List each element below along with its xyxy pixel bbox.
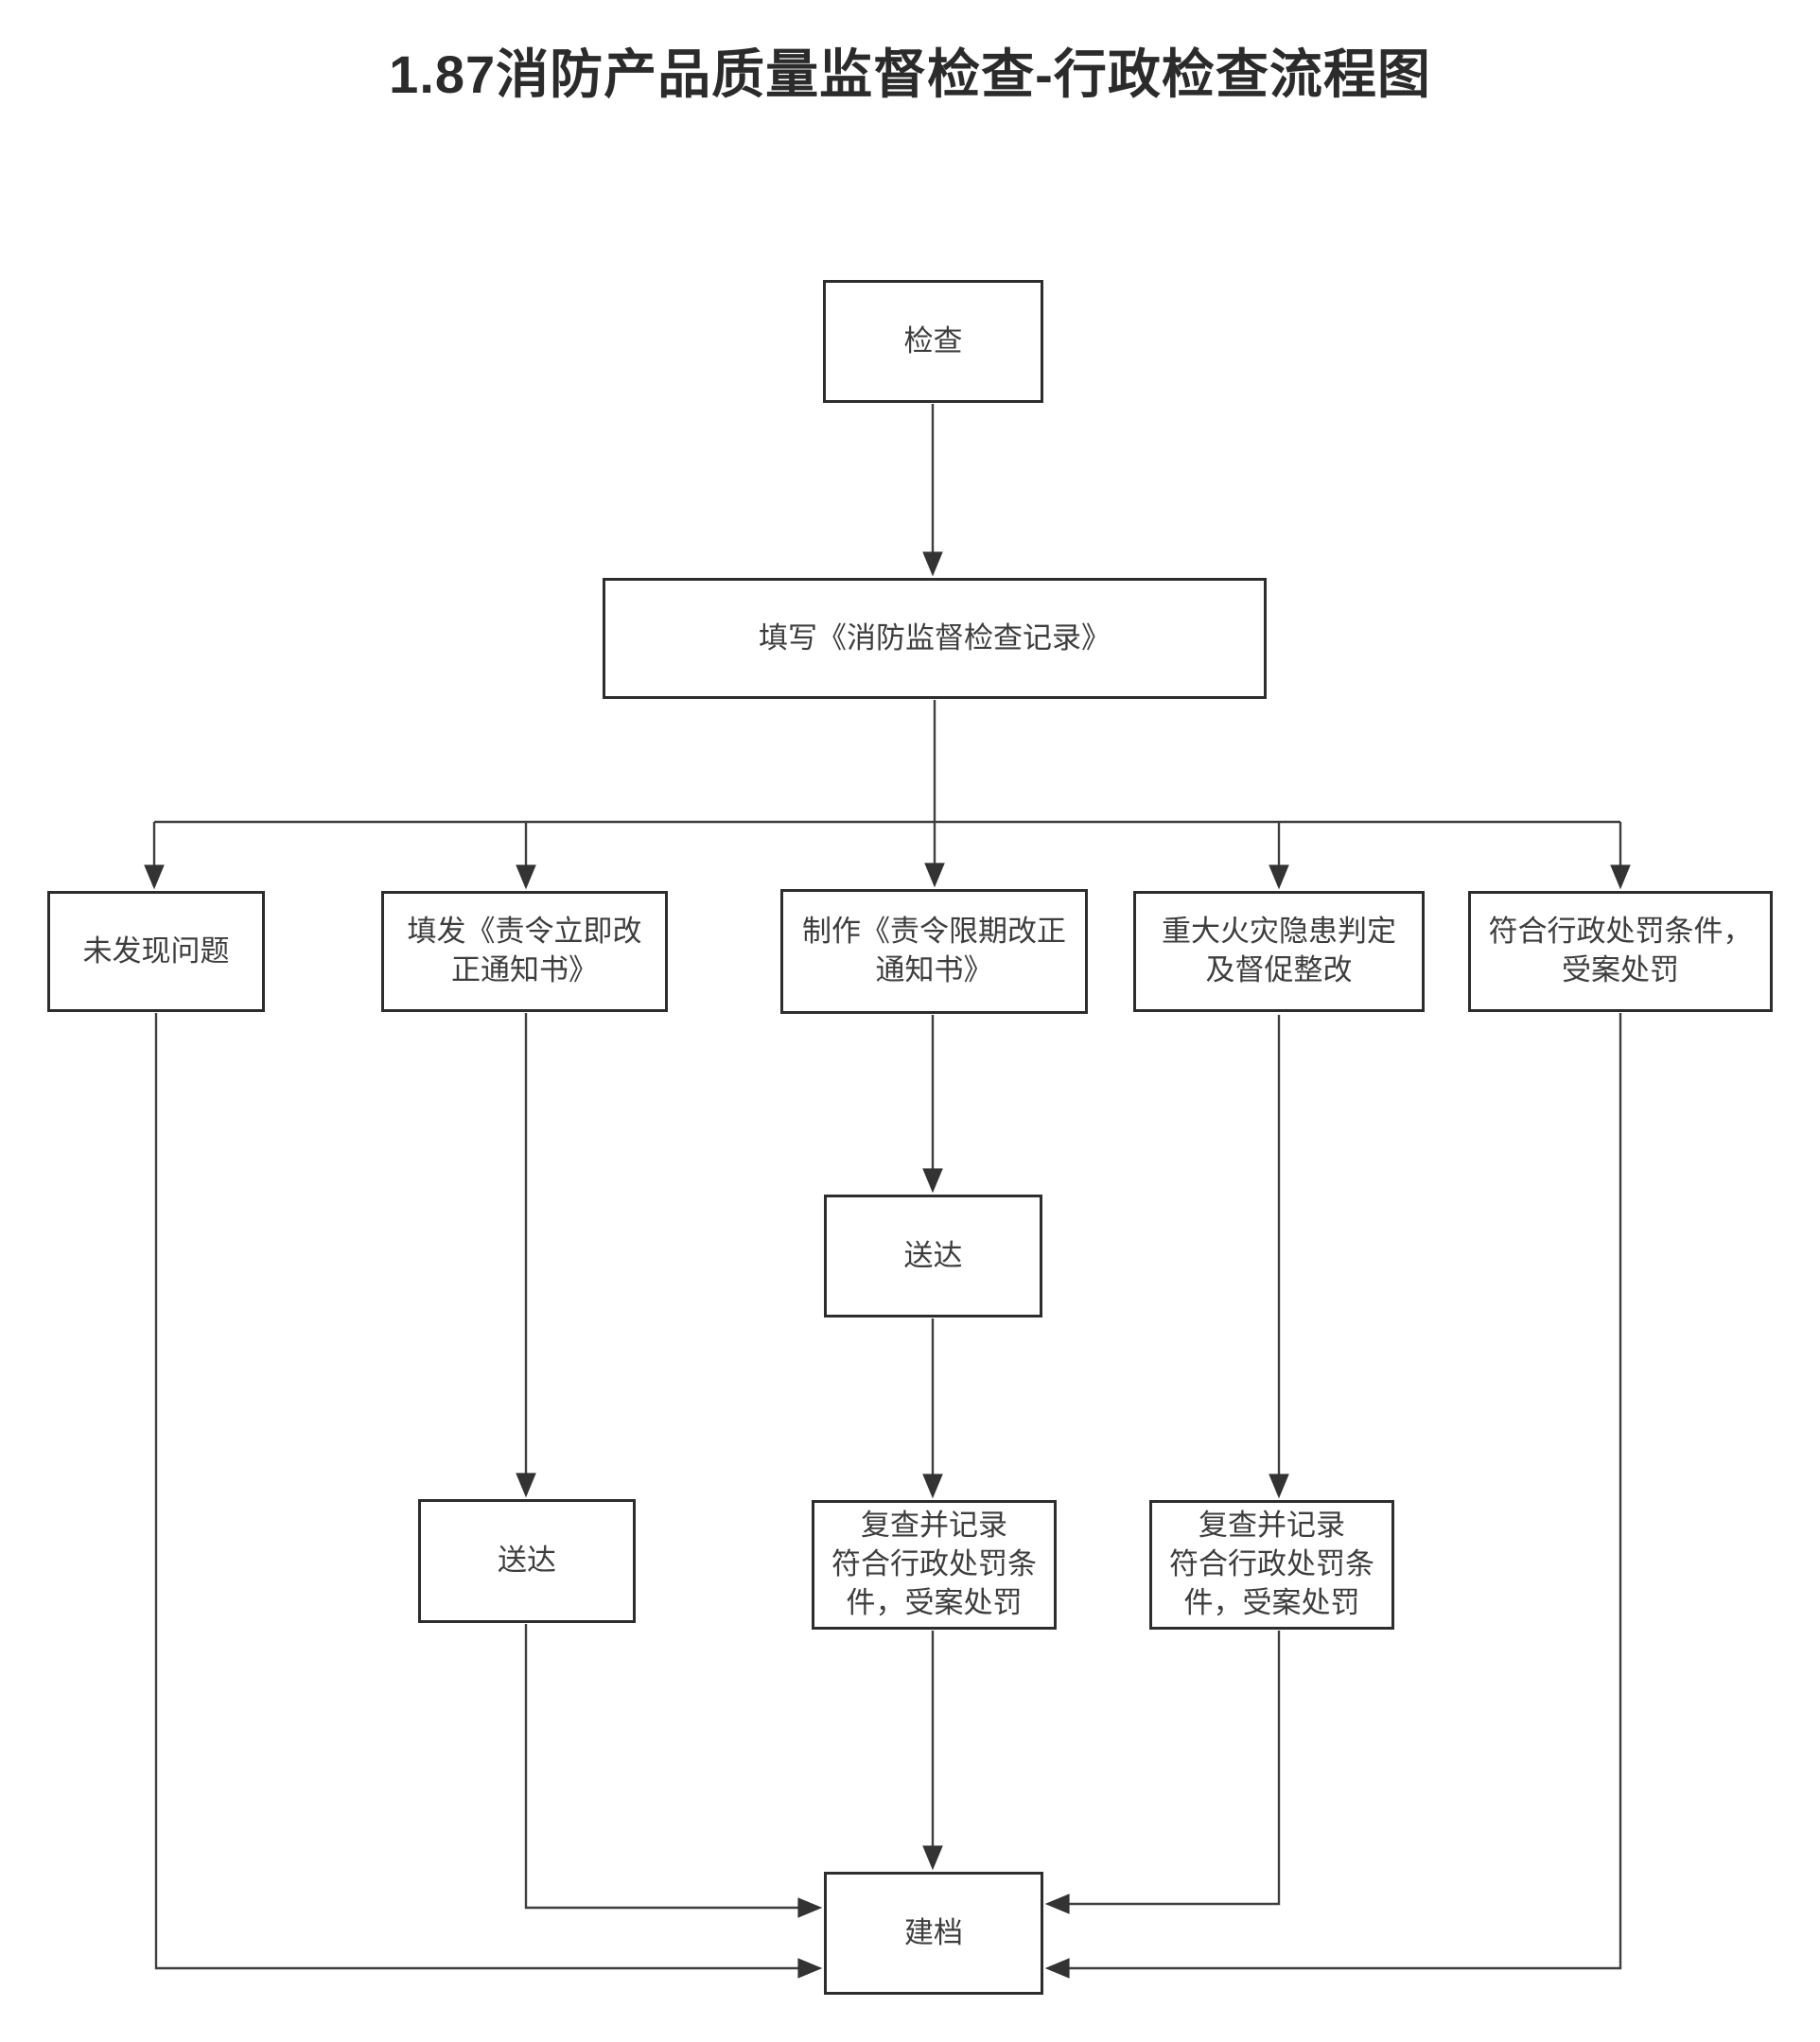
node-fill-record: 填写《消防监督检查记录》 xyxy=(603,578,1267,699)
node-deadline-notice-label: 制作《责令限期改正 通知书》 xyxy=(802,915,1066,986)
node-immediate-notice-label: 填发《责令立即改 正通知书》 xyxy=(407,915,642,986)
node-major-hazard: 重大火灾隐患判定 及督促整改 xyxy=(1133,891,1425,1012)
node-no-problem-label: 未发现问题 xyxy=(82,934,230,968)
node-punishment: 符合行政处罚条件， 受案处罚 xyxy=(1468,891,1773,1012)
node-recheck-center-label: 复查并记录 符合行政处罚条 件，受案处罚 xyxy=(831,1509,1037,1619)
node-recheck-right-label: 复查并记录 符合行政处罚条 件，受案处罚 xyxy=(1169,1509,1374,1619)
node-check-label: 检查 xyxy=(903,323,963,358)
node-delivery-left: 送达 xyxy=(418,1499,636,1623)
node-check: 检查 xyxy=(823,280,1043,403)
edge-recheck-right-to-archive xyxy=(1044,1631,1281,1914)
node-archive: 建档 xyxy=(824,1872,1043,1995)
node-major-hazard-label: 重大火灾隐患判定 及督促整改 xyxy=(1162,915,1396,986)
node-delivery-center: 送达 xyxy=(824,1195,1042,1318)
node-recheck-center: 复查并记录 符合行政处罚条 件，受案处罚 xyxy=(812,1500,1057,1630)
edge-no-problem-to-archive xyxy=(154,1013,823,1979)
node-fill-record-label: 填写《消防监督检查记录》 xyxy=(759,620,1111,654)
node-punishment-label: 符合行政处罚条件， 受案处罚 xyxy=(1488,915,1753,986)
node-deadline-notice: 制作《责令限期改正 通知书》 xyxy=(780,889,1088,1014)
node-immediate-notice: 填发《责令立即改 正通知书》 xyxy=(381,891,668,1012)
node-recheck-right: 复查并记录 符合行政处罚条 件，受案处罚 xyxy=(1149,1500,1394,1630)
node-archive-label: 建档 xyxy=(904,1915,963,1949)
edge-punishment-to-archive xyxy=(1044,1013,1622,1979)
node-delivery-left-label: 送达 xyxy=(498,1544,556,1578)
edge-delivery-left-to-archive xyxy=(524,1624,823,1918)
node-no-problem: 未发现问题 xyxy=(47,891,265,1012)
page-title: 1.87消防产品质量监督检查-行政检查流程图 xyxy=(389,44,1431,104)
node-delivery-center-label: 送达 xyxy=(903,1238,963,1272)
